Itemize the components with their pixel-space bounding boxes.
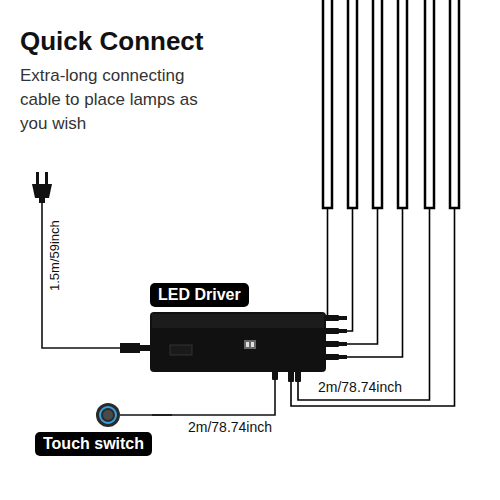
subtitle: Extra-long connecting cable to place lam… bbox=[20, 64, 200, 136]
connector bbox=[339, 355, 347, 359]
connector bbox=[325, 315, 339, 321]
dimension-label: 2m/78.74inch bbox=[318, 379, 402, 395]
wire bbox=[346, 208, 403, 357]
wire bbox=[328, 208, 347, 318]
led-strip bbox=[425, 0, 434, 208]
dimension-label: 2m/78.74inch bbox=[188, 419, 272, 435]
cable bbox=[152, 372, 275, 415]
touch-switch: Touch switch bbox=[35, 400, 152, 456]
led-strip bbox=[373, 0, 382, 208]
connector bbox=[339, 342, 347, 346]
led-strip bbox=[323, 0, 332, 208]
wire bbox=[346, 208, 353, 331]
connector bbox=[339, 316, 347, 320]
driver-body bbox=[150, 312, 326, 372]
led-strip bbox=[348, 0, 357, 208]
led-driver: LED Driver bbox=[150, 283, 326, 372]
led-strip bbox=[398, 0, 407, 208]
connector bbox=[339, 329, 347, 333]
dimension-label: 1.5m/59inch bbox=[47, 220, 62, 291]
label-badge: LED Driver bbox=[150, 283, 249, 307]
wire bbox=[291, 208, 455, 406]
power-plug bbox=[32, 172, 150, 353]
strip-wires bbox=[291, 208, 455, 406]
title: Quick Connect bbox=[20, 26, 203, 57]
led-strip bbox=[450, 0, 459, 208]
connector bbox=[325, 328, 339, 334]
connector bbox=[325, 341, 339, 347]
label-badge: Touch switch bbox=[35, 432, 152, 456]
connector bbox=[325, 354, 339, 360]
wire bbox=[346, 208, 378, 344]
led-strips bbox=[323, 0, 459, 208]
